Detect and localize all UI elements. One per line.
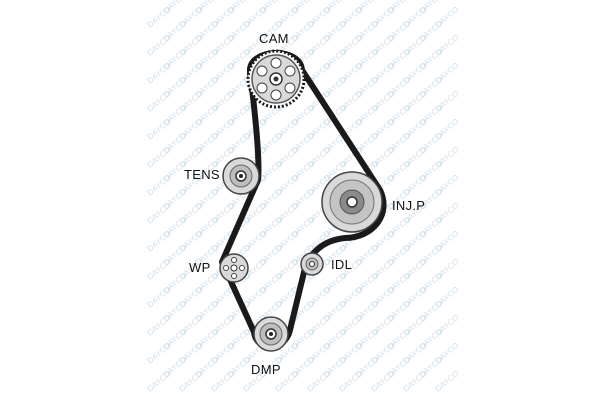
label-dmp: DMP xyxy=(251,362,281,377)
damper-pulley xyxy=(253,316,289,352)
tensioner-pulley xyxy=(222,157,260,195)
cam-pulley xyxy=(246,49,306,109)
label-inj-p: INJ.P xyxy=(392,198,426,213)
label-tens: TENS xyxy=(184,167,220,182)
label-cam: CAM xyxy=(259,31,289,46)
label-idl: IDL xyxy=(331,257,353,272)
injection-pump-pulley xyxy=(321,171,383,233)
water-pump-pulley xyxy=(219,253,249,283)
idler-pulley xyxy=(300,252,324,276)
label-wp: WP xyxy=(189,260,211,275)
